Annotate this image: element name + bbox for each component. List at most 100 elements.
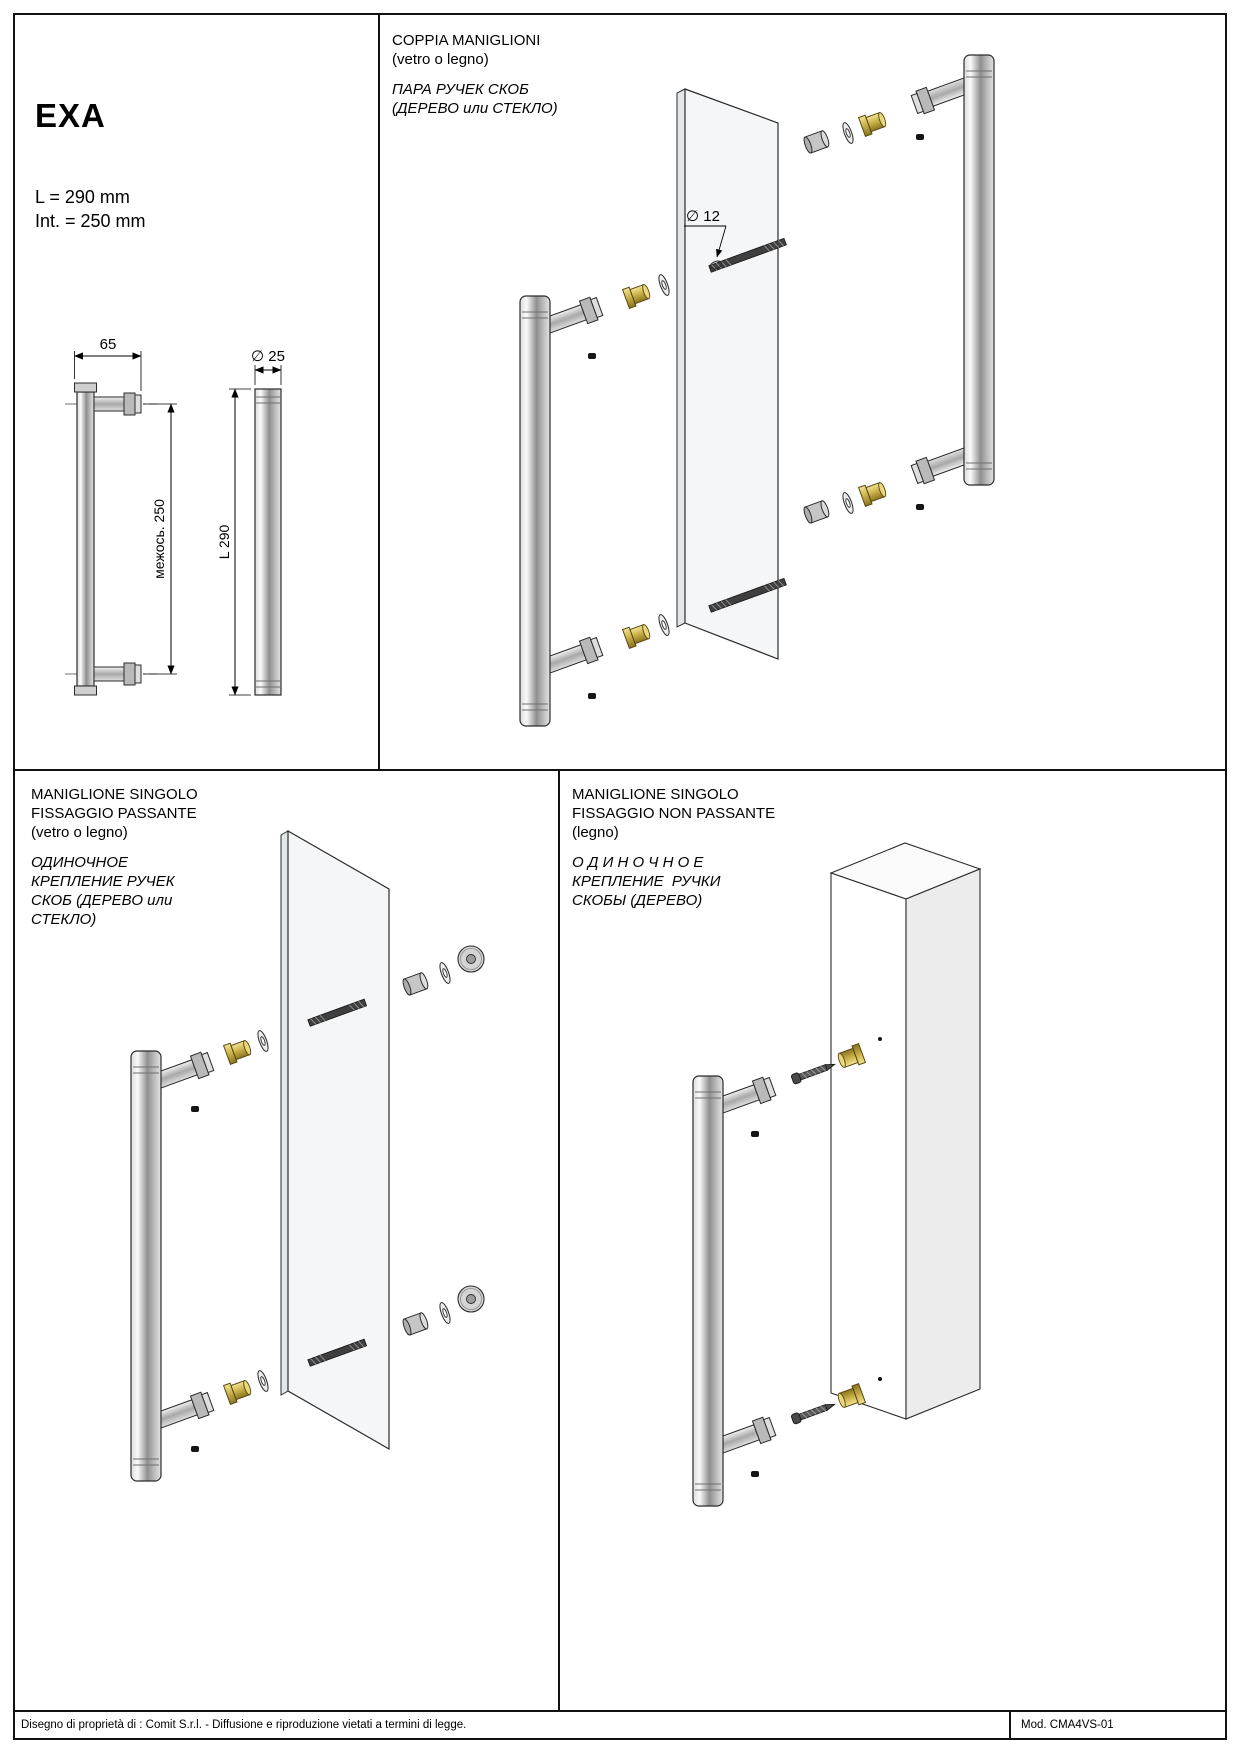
caption-line: КРЕПЛЕНИЕ РУЧЕК bbox=[31, 873, 175, 890]
washer-icon bbox=[840, 490, 856, 516]
caption-line: FISSAGGIO NON PASSANTE bbox=[572, 805, 776, 822]
grub-screw-icon bbox=[751, 1131, 759, 1137]
caption-line: О Д И Н О Ч Н О Е bbox=[572, 854, 704, 871]
dim-diameter: ∅ 25 bbox=[251, 348, 285, 385]
grub-screw-icon bbox=[751, 1471, 759, 1477]
spacer-icon bbox=[400, 971, 430, 997]
brass-bush-icon bbox=[858, 108, 889, 137]
handle-front-view bbox=[74, 382, 142, 696]
handle-side-view bbox=[254, 388, 282, 696]
handle-post bbox=[541, 294, 605, 338]
handle-tube bbox=[130, 1050, 162, 1482]
wood-panel bbox=[829, 842, 982, 1420]
exa-dimension-drawing: 65 межось. 250 bbox=[65, 336, 285, 696]
washer-icon bbox=[437, 960, 453, 986]
nonthrough-exploded-drawing bbox=[692, 842, 982, 1507]
dim-interaxis: межось. 250 bbox=[143, 403, 177, 675]
handle-post bbox=[152, 1049, 216, 1093]
set-screw-dot bbox=[878, 1037, 882, 1041]
set-screw-dot bbox=[878, 1377, 882, 1381]
nonthrough-subtitle: О Д И Н О Ч Н О Е КРЕПЛЕНИЕ РУЧКИ СКОБЫ … bbox=[572, 853, 775, 910]
glass-panel bbox=[280, 829, 390, 1451]
svg-text:∅ 25: ∅ 25 bbox=[251, 348, 285, 365]
washer-icon bbox=[255, 1028, 271, 1054]
wood-screw-icon bbox=[790, 1059, 837, 1085]
washer-icon bbox=[656, 612, 672, 638]
caption-line: COPPIA MANIGLIONI bbox=[392, 32, 541, 49]
brass-bush-icon bbox=[622, 280, 653, 309]
spacer-icon bbox=[801, 129, 831, 155]
copyright-note: Disegno di proprietà di : Comit S.r.l. -… bbox=[21, 1719, 467, 1731]
brass-bush-icon bbox=[858, 478, 889, 507]
handle-tube bbox=[692, 1075, 724, 1507]
caption-line: СТЕКЛО) bbox=[31, 911, 97, 928]
product-specs: L = 290 mm Int. = 250 mm bbox=[35, 185, 146, 233]
caption-line: ОДИНОЧНОЕ bbox=[31, 854, 129, 871]
spacer-icon bbox=[400, 1311, 430, 1337]
handle-post bbox=[909, 443, 973, 487]
drawing-sheet: EXA L = 290 mm Int. = 250 mm bbox=[13, 13, 1227, 1740]
panel-pair-handles: COPPIA MANIGLIONI (vetro o legno) ПАРА Р… bbox=[380, 15, 1225, 769]
title-block: Disegno di proprietà di : Comit S.r.l. -… bbox=[15, 1712, 1225, 1738]
caption-line: (ДЕРЕВО или СТЕКЛО) bbox=[392, 100, 558, 117]
caption-line: MANIGLIONE SINGOLO bbox=[572, 786, 739, 803]
caption-line: ПАРА РУЧЕК СКОБ bbox=[392, 81, 529, 98]
caption-line: СКОБ (ДЕРЕВО или bbox=[31, 892, 173, 909]
washer-icon bbox=[437, 1300, 453, 1326]
handle-rear bbox=[909, 54, 995, 487]
back-plate-icon bbox=[457, 945, 485, 973]
handle-post bbox=[541, 634, 605, 678]
handle bbox=[130, 1049, 216, 1482]
caption-line: (vetro o legno) bbox=[31, 824, 128, 841]
svg-text:L 290: L 290 bbox=[216, 525, 232, 560]
handle-post bbox=[152, 1389, 216, 1433]
spacer-icon bbox=[801, 499, 831, 525]
brass-bush-icon bbox=[223, 1376, 254, 1405]
handle-front bbox=[519, 294, 605, 727]
handle-post bbox=[714, 1414, 778, 1458]
caption-line: FISSAGGIO PASSANTE bbox=[31, 805, 197, 822]
washer-icon bbox=[840, 120, 856, 146]
model-code: Mod. CMA4VS-01 bbox=[1009, 1712, 1225, 1738]
handle-tube bbox=[963, 54, 995, 486]
caption-line: КРЕПЛЕНИЕ РУЧКИ bbox=[572, 873, 721, 890]
top-row: EXA L = 290 mm Int. = 250 mm bbox=[15, 15, 1225, 771]
pair-title: COPPIA MANIGLIONI (vetro o legno) bbox=[392, 31, 558, 69]
pair-caption: COPPIA MANIGLIONI (vetro o legno) ПАРА Р… bbox=[392, 31, 558, 118]
grub-screw-icon bbox=[191, 1106, 199, 1112]
handle-post bbox=[909, 73, 973, 117]
brass-bush-icon bbox=[622, 620, 653, 649]
dim-width: 65 bbox=[74, 336, 142, 391]
through-subtitle: ОДИНОЧНОЕ КРЕПЛЕНИЕ РУЧЕК СКОБ (ДЕРЕВО и… bbox=[31, 853, 198, 929]
panel-single-non-through: MANIGLIONE SINGOLO FISSAGGIO NON PASSANT… bbox=[560, 771, 1225, 1710]
back-plate-icon bbox=[457, 1285, 485, 1313]
grub-screw-icon bbox=[588, 693, 596, 699]
svg-text:межось. 250: межось. 250 bbox=[151, 499, 167, 579]
caption-line: (legno) bbox=[572, 824, 619, 841]
bottom-row: MANIGLIONE SINGOLO FISSAGGIO PASSANTE (v… bbox=[15, 771, 1225, 1712]
washer-icon bbox=[255, 1368, 271, 1394]
through-exploded-drawing bbox=[130, 829, 485, 1482]
wood-screw-icon bbox=[790, 1399, 837, 1425]
panel-single-through: MANIGLIONE SINGOLO FISSAGGIO PASSANTE (v… bbox=[15, 771, 560, 1710]
glass-panel bbox=[676, 88, 779, 660]
nonthrough-caption: MANIGLIONE SINGOLO FISSAGGIO NON PASSANT… bbox=[572, 785, 775, 910]
product-name: EXA bbox=[35, 97, 106, 134]
washer-icon bbox=[656, 272, 672, 298]
dim-hole: ∅ 12 bbox=[684, 208, 727, 270]
svg-text:∅ 12: ∅ 12 bbox=[686, 208, 720, 225]
spec-interaxis: Int. = 250 mm bbox=[35, 211, 146, 231]
svg-text:65: 65 bbox=[100, 336, 117, 353]
pair-subtitle: ПАРА РУЧЕК СКОБ (ДЕРЕВО или СТЕКЛО) bbox=[392, 80, 558, 118]
grub-screw-icon bbox=[588, 353, 596, 359]
grub-screw-icon bbox=[191, 1446, 199, 1452]
spec-length: L = 290 mm bbox=[35, 187, 130, 207]
caption-line: СКОБЫ (ДЕРЕВО) bbox=[572, 892, 703, 909]
pair-exploded-drawing: ∅ 12 bbox=[519, 54, 995, 727]
handle bbox=[692, 1074, 778, 1507]
through-title: MANIGLIONE SINGOLO FISSAGGIO PASSANTE (v… bbox=[31, 785, 198, 842]
handle-tube bbox=[519, 295, 551, 727]
through-caption: MANIGLIONE SINGOLO FISSAGGIO PASSANTE (v… bbox=[31, 785, 198, 929]
grub-screw-icon bbox=[916, 504, 924, 510]
panel-product: EXA L = 290 mm Int. = 250 mm bbox=[15, 15, 380, 769]
